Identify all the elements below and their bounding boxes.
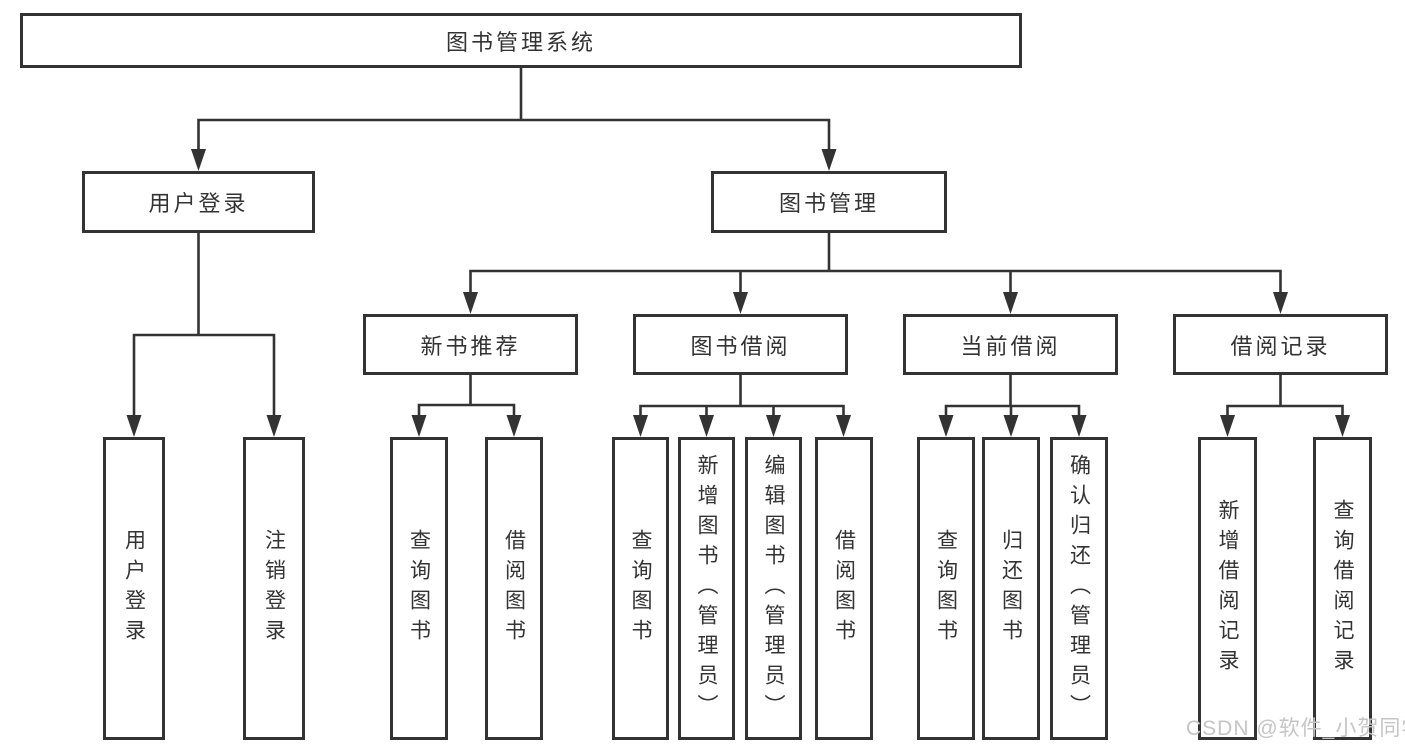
leaf-edit-books-admin: 编辑图书（管理员）: [745, 437, 802, 740]
node-book-management: 图书管理: [711, 171, 947, 233]
leaf-borrow-books-recommend: 借阅图书: [485, 437, 543, 740]
leaf-label: 查询图书: [934, 528, 958, 649]
leaf-label: 确认归还（管理员）: [1067, 453, 1091, 724]
csdn-watermark: CSDN @软件_小贺同学: [1186, 717, 1405, 740]
leaf-user-login: 用户登录: [103, 437, 165, 740]
leaf-label: 注销登录: [262, 528, 286, 649]
leaf-query-books-recommend: 查询图书: [390, 437, 448, 740]
node-new-book-recommend: 新书推荐: [363, 314, 578, 375]
leaf-label: 查询图书: [407, 528, 431, 649]
node-book-borrowing: 图书借阅: [633, 314, 848, 375]
leaf-label: 查询借阅记录: [1331, 498, 1354, 679]
leaf-label: 借阅图书: [832, 528, 856, 649]
leaf-logout: 注销登录: [243, 437, 305, 740]
leaf-return-books: 归还图书: [982, 437, 1040, 740]
leaf-add-books-admin: 新增图书（管理员）: [678, 437, 735, 740]
leaf-label: 用户登录: [122, 528, 146, 649]
leaf-label: 新增图书（管理员）: [695, 453, 718, 724]
node-root-system: 图书管理系统: [20, 13, 1022, 68]
leaf-label: 归还图书: [999, 528, 1023, 649]
node-user-login: 用户登录: [82, 171, 315, 233]
leaf-label: 借阅图书: [502, 528, 526, 649]
leaf-label: 新增借阅记录: [1216, 498, 1239, 679]
node-current-borrowing: 当前借阅: [903, 314, 1118, 375]
leaf-query-books-current: 查询图书: [917, 437, 975, 740]
leaf-add-borrow-record: 新增借阅记录: [1198, 437, 1257, 740]
node-borrowing-records: 借阅记录: [1173, 314, 1388, 375]
leaf-borrow-books: 借阅图书: [815, 437, 873, 740]
leaf-confirm-return-admin: 确认归还（管理员）: [1050, 437, 1108, 740]
leaf-label: 查询图书: [629, 528, 652, 649]
leaf-query-books-borrowing: 查询图书: [612, 437, 669, 740]
leaf-label: 编辑图书（管理员）: [762, 453, 785, 724]
leaf-query-borrow-record: 查询借阅记录: [1313, 437, 1372, 740]
